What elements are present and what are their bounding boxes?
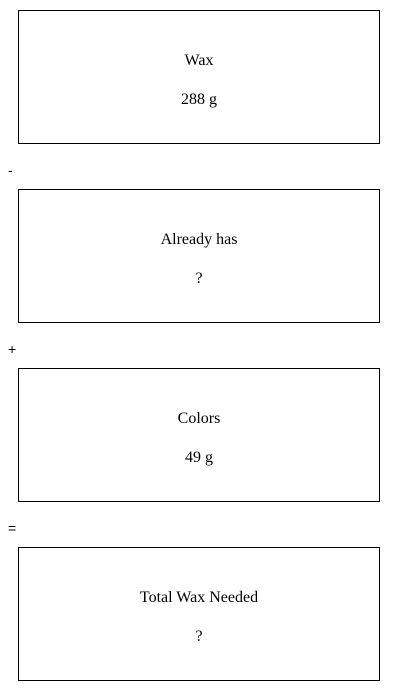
minus-operator: - bbox=[8, 162, 13, 178]
box-value: ? bbox=[195, 628, 203, 645]
box-colors: Colors 49 g bbox=[18, 368, 380, 502]
box-label: Colors bbox=[177, 410, 221, 427]
box-wax: Wax 288 g bbox=[18, 10, 380, 144]
box-value: ? bbox=[195, 270, 203, 287]
equals-operator: = bbox=[8, 520, 17, 536]
plus-operator: + bbox=[8, 341, 17, 357]
box-label: Already has bbox=[160, 231, 238, 248]
box-already-has: Already has ? bbox=[18, 189, 380, 323]
box-label: Total Wax Needed bbox=[139, 589, 259, 606]
box-total-wax-needed: Total Wax Needed ? bbox=[18, 547, 380, 681]
box-label: Wax bbox=[184, 52, 214, 69]
box-value: 49 g bbox=[185, 449, 213, 466]
box-value: 288 g bbox=[181, 91, 217, 108]
